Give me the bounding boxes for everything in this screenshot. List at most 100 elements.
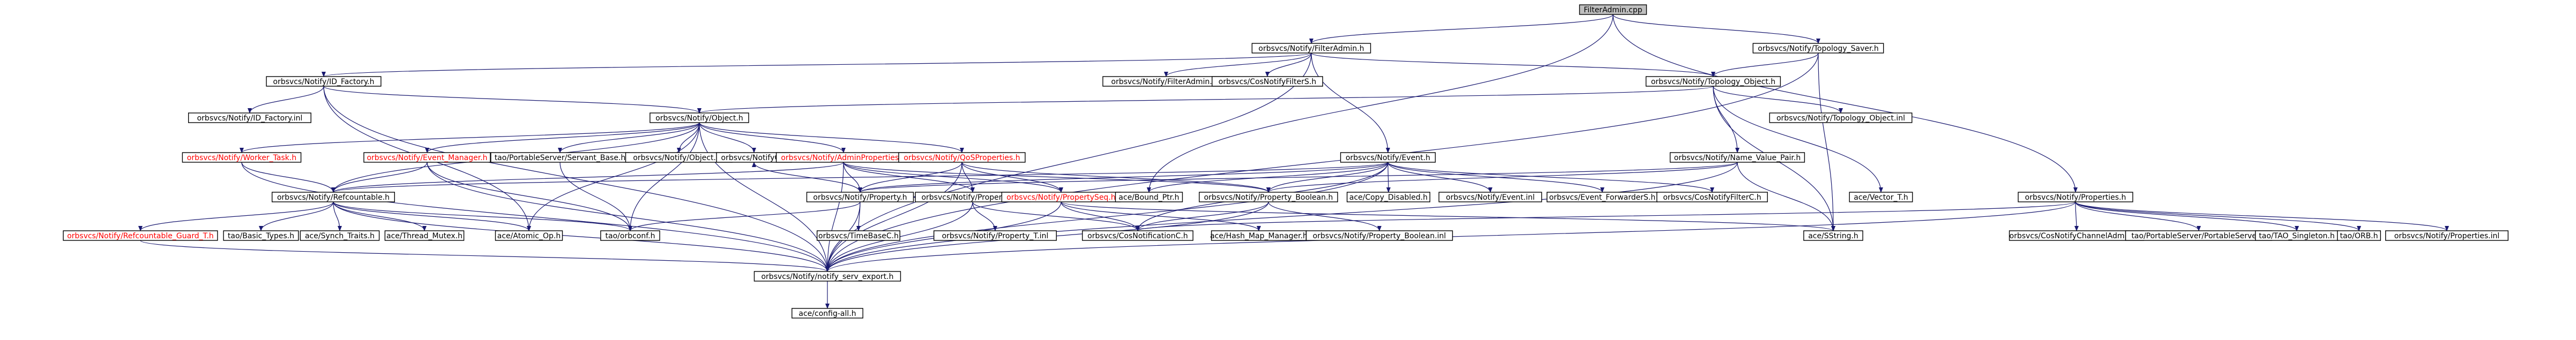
node-label: orbsvcs/Notify/Properties.h [2025, 193, 2126, 202]
node-label: orbsvcs/CosNotifyChannelAdminC.h [2010, 232, 2144, 240]
node-refcountable_h[interactable]: orbsvcs/Notify/Refcountable.h [272, 192, 395, 202]
node-topology_saver_h[interactable]: orbsvcs/Notify/Topology_Saver.h [1752, 43, 1884, 54]
node-property_boolean_h[interactable]: orbsvcs/Notify/Property_Boolean.h [1199, 192, 1338, 202]
node-name_value_pair_h[interactable]: orbsvcs/Notify/Name_Value_Pair.h [1669, 152, 1805, 163]
node-event_h[interactable]: orbsvcs/Notify/Event.h [1340, 152, 1436, 163]
node-portableserver_h[interactable]: tao/PortableServer/PortableServer.h [2125, 230, 2273, 241]
edge-filteradmin_h-to-event_h [1311, 52, 1390, 153]
node-property_h[interactable]: orbsvcs/Notify/Property.h [806, 192, 914, 202]
node-label: ace/Hash_Map_Manager.h [1210, 232, 1308, 240]
node-sstring_h[interactable]: ace/SString.h [1803, 230, 1863, 241]
edge-property_h-to-tao_orbconf_h [628, 201, 861, 231]
edge-object_h-to-notify_serv_export_h [699, 122, 830, 272]
edge-object_h-to-event_manager_h [425, 122, 700, 153]
node-event_forwarders_h[interactable]: orbsvcs/Event_ForwarderS.h [1547, 192, 1658, 202]
node-filteradmin_h[interactable]: orbsvcs/Notify/FilterAdmin.h [1251, 43, 1371, 54]
node-label: orbsvcs/Notify/Worker_Task.h [187, 154, 296, 162]
node-box [1082, 230, 1193, 241]
node-cosnotifychanneladminc_h[interactable]: orbsvcs/CosNotifyChannelAdminC.h [2008, 230, 2145, 241]
node-object_h[interactable]: orbsvcs/Notify/Object.h [649, 112, 749, 123]
node-box [898, 152, 1026, 163]
edge-propertyseq_h-to-hash_map_manager_h [1061, 201, 1261, 231]
edge-qosproperties_h-to-property_h [858, 162, 962, 193]
edge-qosproperties_h-to-propertyseq_h [961, 162, 1063, 193]
node-cosnotifyfilters_h[interactable]: orbsvcs/CosNotifyFilterS.h [1212, 76, 1323, 87]
edge-properties_h-to-tao_singleton_h [2075, 201, 2299, 231]
node-property_t_inl[interactable]: orbsvcs/Notify/Property_T.inl [933, 230, 1057, 241]
edge-refcountable_h-to-basic_types_h [259, 201, 334, 231]
node-property_boolean_inl[interactable]: orbsvcs/Notify/Property_Boolean.inl [1305, 230, 1453, 241]
node-hash_map_manager_h[interactable]: ace/Hash_Map_Manager.h [1210, 230, 1308, 241]
node-cosnotifyfilterc_h[interactable]: orbsvcs/CosNotifyFilterC.h [1656, 192, 1768, 202]
edge-topology_saver_h-to-notify_serv_export_h [825, 52, 1819, 272]
node-cosnotificationc_h[interactable]: orbsvcs/CosNotificationC.h [1082, 230, 1193, 241]
node-box [600, 230, 660, 241]
node-label: orbsvcs/Notify/AdminProperties.h [781, 154, 906, 162]
edge-properties_h-to-properties_inl [2075, 201, 2449, 231]
edge-qosproperties_h-to-property_t_h [961, 162, 975, 193]
node-root[interactable]: FilterAdmin.cpp [1579, 4, 1647, 15]
node-vector_t_h[interactable]: ace/Vector_T.h [1849, 192, 1913, 202]
node-label: orbsvcs/Notify/notify_serv_export.h [761, 273, 893, 281]
node-copy_disabled_h[interactable]: ace/Copy_Disabled.h [1346, 192, 1430, 202]
node-box [300, 230, 380, 241]
edge-refcountable_h-to-tao_orbconf_h [333, 201, 632, 231]
node-box [1752, 43, 1884, 54]
edge-refcountable_h-to-notify_serv_export_h [333, 201, 830, 272]
node-box [1115, 192, 1183, 202]
node-box [806, 192, 914, 202]
node-basic_types_h[interactable]: tao/Basic_Types.h [223, 230, 299, 241]
node-ace_config_all_h[interactable]: ace/config-all.h [792, 308, 863, 319]
node-topology_object_h[interactable]: orbsvcs/Notify/Topology_Object.h [1645, 76, 1781, 87]
node-object_inl[interactable]: orbsvcs/Notify/Object.inl [625, 152, 733, 163]
node-property_t_h[interactable]: orbsvcs/Notify/Property_T.h [915, 192, 1031, 202]
edge-adminproperties_h-to-propertyseq_h [843, 162, 1063, 193]
node-notify_serv_export_h[interactable]: orbsvcs/Notify/notify_serv_export.h [753, 271, 901, 282]
node-label: orbsvcs/Notify/ID_Factory.inl [197, 114, 303, 123]
node-filteradmin_inl[interactable]: orbsvcs/Notify/FilterAdmin.inl [1102, 76, 1230, 87]
node-label: orbsvcs/Notify/Topology_Object.h [1651, 78, 1775, 86]
node-bound_ptr_h[interactable]: ace/Bound_Ptr.h [1115, 192, 1183, 202]
node-thread_mutex_h[interactable]: ace/Thread_Mutex.h [384, 230, 465, 241]
edge-name_value_pair_h-to-property_boolean_h [1266, 162, 1738, 193]
node-label: ace/Synch_Traits.h [305, 232, 375, 240]
node-tao_singleton_h[interactable]: tao/TAO_Singleton.h [2255, 230, 2339, 241]
node-label: orbsvcs/CosNotifyFilterC.h [1663, 193, 1761, 202]
node-id_factory_inl[interactable]: orbsvcs/Notify/ID_Factory.inl [188, 112, 312, 123]
edge-object_h-to-portableserver_servant_base_h [558, 122, 700, 153]
node-tao_orbconf_h[interactable]: tao/orbconf.h [600, 230, 660, 241]
node-event_manager_h[interactable]: orbsvcs/Notify/Event_Manager.h [363, 152, 491, 163]
node-event_inl[interactable]: orbsvcs/Notify/Event.inl [1438, 192, 1542, 202]
node-qosproperties_h[interactable]: orbsvcs/Notify/QoSProperties.h [898, 152, 1026, 163]
edge-properties_h-to-cosnotifychanneladminc_h [2074, 201, 2079, 231]
node-worker_task_h[interactable]: orbsvcs/Notify/Worker_Task.h [182, 152, 302, 163]
node-box [384, 230, 465, 241]
node-topology_object_inl[interactable]: orbsvcs/Notify/Topology_Object.inl [1769, 112, 1913, 123]
node-tao_orb_h[interactable]: tao/ORB.h [2337, 230, 2381, 241]
node-label: orbsvcs/Notify/Property_T.h [921, 193, 1024, 202]
node-label: ace/Bound_Ptr.h [1118, 193, 1179, 202]
node-timebasec_h[interactable]: orbsvcs/TimeBaseC.h [816, 230, 900, 241]
node-label: orbsvcs/Notify/Properties.inl [2394, 232, 2499, 240]
node-properties_inl[interactable]: orbsvcs/Notify/Properties.inl [2385, 230, 2509, 241]
node-box [1579, 4, 1647, 15]
edge-properties_h-to-cosnotificationc_h [1136, 201, 2076, 231]
node-refcountable_guard_t_h[interactable]: orbsvcs/Notify/Refcountable_Guard_T.h [63, 230, 218, 241]
nodes: FilterAdmin.cpp orbsvcs/Notify/FilterAdmi… [63, 4, 2509, 319]
node-properties_h[interactable]: orbsvcs/Notify/Properties.h [2018, 192, 2133, 202]
edge-id_factory_h-to-id_factory_inl [248, 86, 324, 114]
node-box [1669, 152, 1805, 163]
node-id_factory_h[interactable]: orbsvcs/Notify/ID_Factory.h [266, 76, 382, 87]
node-label: orbsvcs/Notify/Event.inl [1446, 193, 1535, 202]
node-portableserver_servant_base_h[interactable]: tao/PortableServer/Servant_Base.h [490, 152, 630, 163]
node-label: orbsvcs/Notify/Refcountable.h [277, 193, 390, 202]
node-propertyseq_h[interactable]: orbsvcs/Notify/PropertySeq.h [1001, 192, 1121, 202]
node-atomic_op_h[interactable]: ace/Atomic_Op.h [495, 230, 563, 241]
node-box [1803, 230, 1863, 241]
node-label: orbsvcs/Notify/ID_Factory.h [273, 78, 375, 86]
edge-refcountable_h-to-refcountable_guard_t_h [138, 201, 334, 231]
edge-id_factory_h-to-object_h [323, 86, 701, 114]
node-synch_traits_h[interactable]: ace/Synch_Traits.h [300, 230, 380, 241]
node-adminproperties_h[interactable]: orbsvcs/Notify/AdminProperties.h [775, 152, 912, 163]
